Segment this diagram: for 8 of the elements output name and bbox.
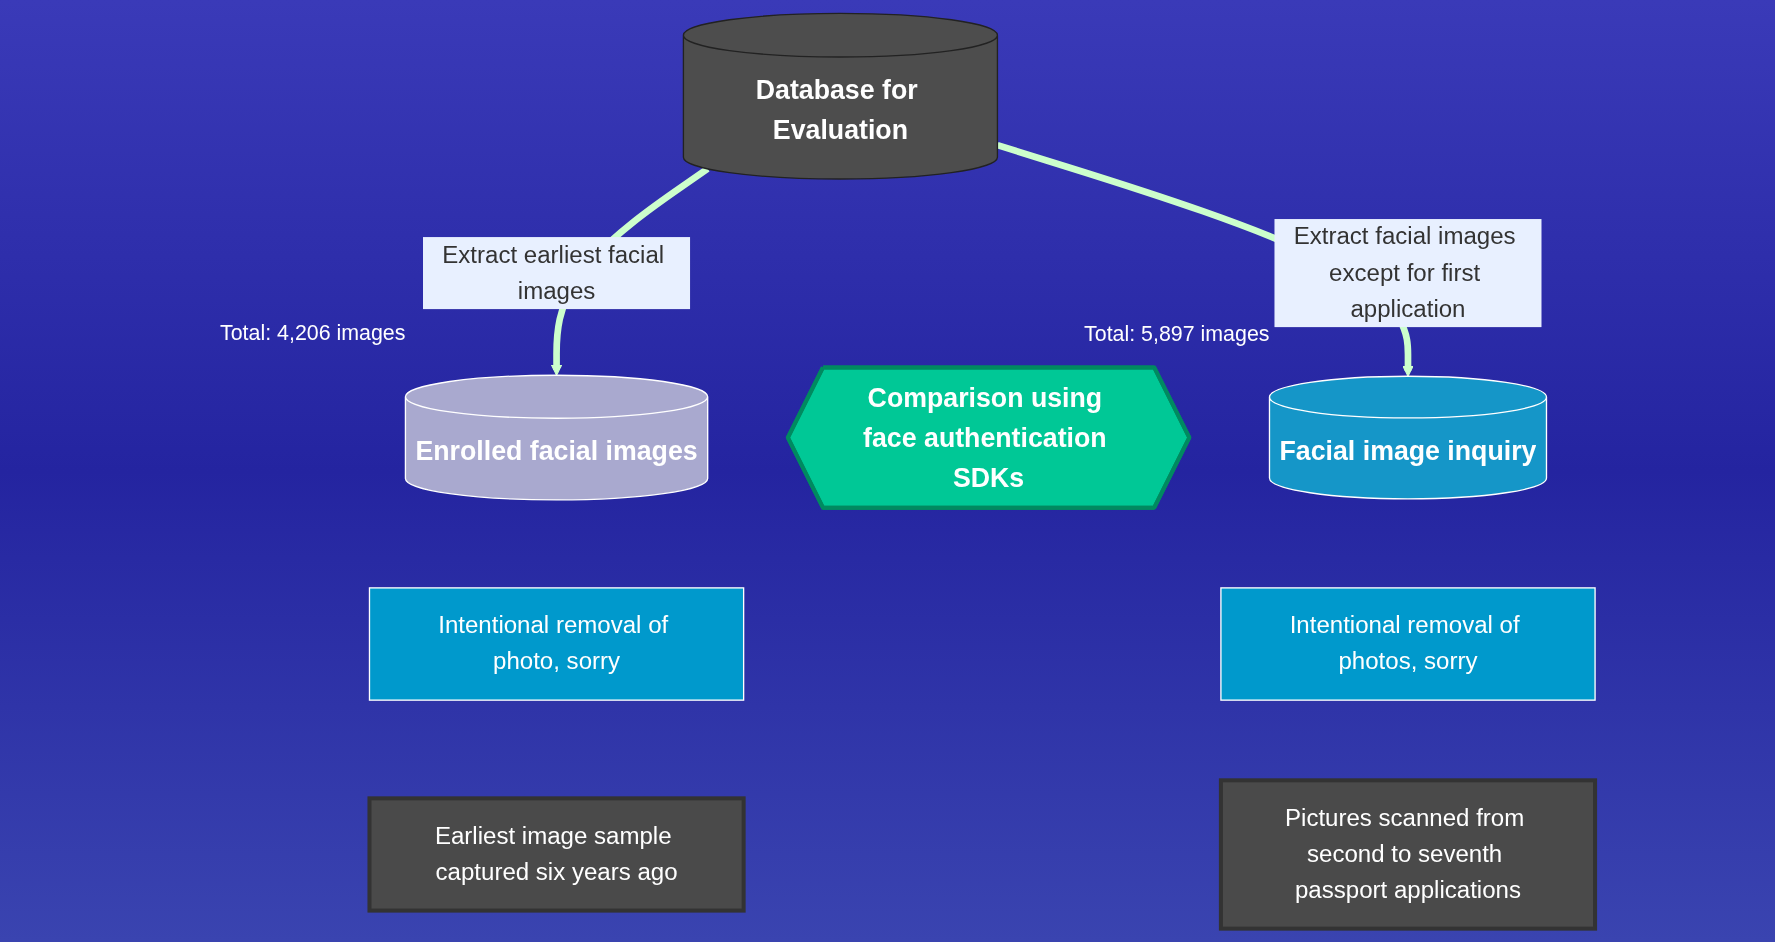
node-box: Earliest image sample captured six years ago	[367, 796, 746, 913]
node-box: Intentional removal of photos, sorry	[1220, 587, 1596, 701]
node-label: Total: 5,897 images	[1084, 322, 1270, 346]
node-box: Intentional removal of photo, sorry	[368, 587, 745, 701]
node-box: Pictures scanned from second to seventh passport applications	[1218, 778, 1598, 931]
edge-label: Extract facial images except for first application	[1293, 223, 1516, 322]
node-label: Total: 4,206 images	[220, 321, 406, 345]
edge-label: Extract earliest facial images	[442, 241, 665, 304]
